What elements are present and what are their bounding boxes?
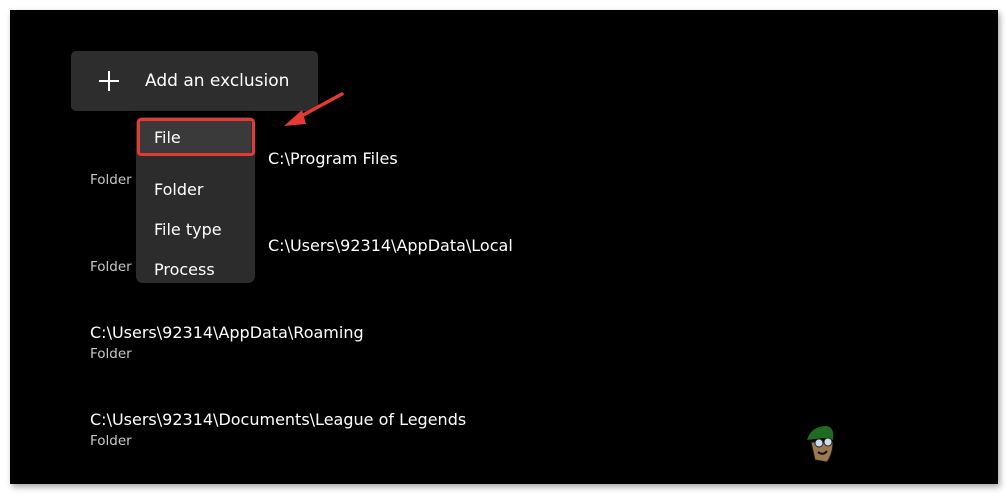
menu-item-process[interactable]: Process <box>154 260 215 279</box>
exclusion-item[interactable]: C:\Users\92314\AppData\Local Folder <box>90 236 513 275</box>
exclusions-panel: Add an exclusion C:\Program Files Folder… <box>10 10 998 484</box>
annotation-arrow-icon <box>284 92 344 126</box>
add-exclusion-label: Add an exclusion <box>145 71 290 91</box>
exclusion-type: Folder <box>90 433 132 449</box>
exclusion-path: C:\Program Files <box>268 149 398 168</box>
exclusion-item[interactable]: C:\Users\92314\AppData\Roaming Folder <box>90 323 364 362</box>
exclusion-type: Folder <box>90 346 132 362</box>
menu-item-file-type[interactable]: File type <box>154 220 222 239</box>
exclusion-type: Folder <box>90 172 132 188</box>
exclusion-path: C:\Users\92314\AppData\Local <box>268 236 513 255</box>
watermark-logo-icon <box>807 426 834 463</box>
exclusion-type-menu: File Folder File type Process <box>136 117 255 283</box>
menu-item-folder[interactable]: Folder <box>154 180 204 199</box>
exclusion-item[interactable]: C:\Program Files Folder <box>90 149 398 188</box>
exclusion-path: C:\Users\92314\AppData\Roaming <box>90 323 364 342</box>
plus-icon <box>99 71 119 91</box>
highlight-box <box>137 118 255 156</box>
exclusion-type: Folder <box>90 259 132 275</box>
add-exclusion-button[interactable]: Add an exclusion <box>71 51 318 111</box>
exclusion-path: C:\Users\92314\Documents\League of Legen… <box>90 410 467 429</box>
exclusion-item[interactable]: C:\Users\92314\Documents\League of Legen… <box>90 410 466 449</box>
menu-item-file[interactable]: File <box>138 119 251 155</box>
